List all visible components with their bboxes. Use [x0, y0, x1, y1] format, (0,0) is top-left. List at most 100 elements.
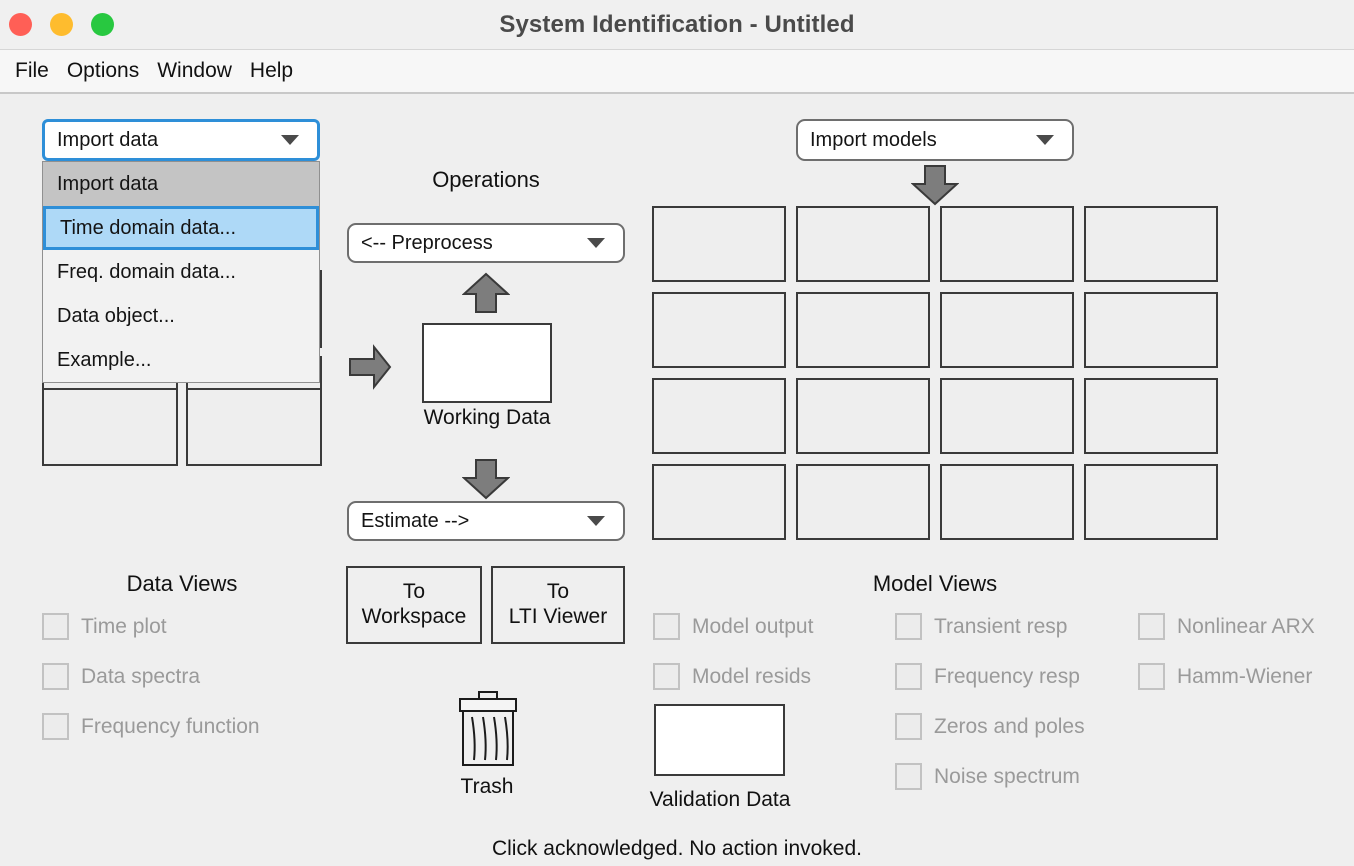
checkbox-box-icon[interactable] — [895, 713, 922, 740]
checkbox-label: Transient resp — [934, 614, 1068, 638]
model-slot-16[interactable] — [1084, 464, 1218, 540]
model-slot-11[interactable] — [940, 378, 1074, 454]
checkbox-label: Model output — [692, 614, 814, 638]
checkbox-model-output[interactable]: Model output — [653, 613, 813, 640]
import-models-combo-value: Import models — [810, 128, 937, 151]
model-slot-14[interactable] — [796, 464, 930, 540]
checkbox-box-icon[interactable] — [653, 613, 680, 640]
checkbox-label: Noise spectrum — [934, 764, 1080, 788]
window-controls — [9, 13, 114, 36]
title-bar: System Identification - Untitled — [0, 0, 1354, 50]
model-slot-10[interactable] — [796, 378, 930, 454]
status-bar: Click acknowledged. No action invoked. — [0, 832, 1354, 866]
import-data-dropdown-list[interactable]: Import data Time domain data... Freq. do… — [42, 161, 320, 383]
estimate-combo[interactable]: Estimate --> — [347, 501, 625, 541]
checkbox-nonlinear-arx[interactable]: Nonlinear ARX — [1138, 613, 1315, 640]
arrow-down-models-icon — [911, 164, 959, 206]
checkbox-box-icon[interactable] — [42, 663, 69, 690]
estimate-combo-value: Estimate --> — [361, 509, 470, 532]
checkbox-box-icon[interactable] — [1138, 663, 1165, 690]
menu-bar: File Options Window Help — [0, 50, 1354, 94]
model-slot-13[interactable] — [652, 464, 786, 540]
checkbox-label: Hamm-Wiener — [1177, 664, 1313, 688]
model-slot-2[interactable] — [796, 206, 930, 282]
import-models-combo[interactable]: Import models — [796, 119, 1074, 161]
trash-icon[interactable] — [455, 691, 521, 772]
preprocess-combo[interactable]: <-- Preprocess — [347, 223, 625, 263]
data-slot-6[interactable] — [186, 388, 322, 466]
menu-item-file[interactable]: File — [15, 59, 49, 82]
checkbox-frequency-function[interactable]: Frequency function — [42, 713, 260, 740]
checkbox-label: Zeros and poles — [934, 714, 1085, 738]
checkbox-model-resids[interactable]: Model resids — [653, 663, 811, 690]
dropdown-item-time-domain-data[interactable]: Time domain data... — [43, 206, 319, 250]
model-slot-15[interactable] — [940, 464, 1074, 540]
checkbox-zeros-and-poles[interactable]: Zeros and poles — [895, 713, 1085, 740]
import-data-combo-value: Import data — [57, 128, 159, 151]
model-slot-8[interactable] — [1084, 292, 1218, 368]
checkbox-time-plot[interactable]: Time plot — [42, 613, 167, 640]
window-title: System Identification - Untitled — [499, 11, 855, 38]
arrow-right-icon — [348, 344, 392, 390]
model-slot-6[interactable] — [796, 292, 930, 368]
data-views-title: Data Views — [126, 571, 238, 596]
chevron-down-icon — [587, 516, 605, 526]
dropdown-item-example[interactable]: Example... — [57, 349, 152, 371]
operations-title: Operations — [432, 167, 540, 192]
checkbox-box-icon[interactable] — [895, 763, 922, 790]
to-lti-viewer-button[interactable]: To LTI Viewer — [491, 566, 625, 644]
working-data-label: Working Data — [423, 406, 551, 429]
validation-data-label: Validation Data — [649, 788, 791, 811]
checkbox-transient-resp[interactable]: Transient resp — [895, 613, 1067, 640]
dropdown-item-freq-domain-data[interactable]: Freq. domain data... — [57, 261, 236, 283]
data-slot-5[interactable] — [42, 388, 178, 466]
close-button[interactable] — [9, 13, 32, 36]
checkbox-noise-spectrum[interactable]: Noise spectrum — [895, 763, 1080, 790]
model-slot-9[interactable] — [652, 378, 786, 454]
dropdown-item-import-data[interactable]: Import data — [43, 162, 319, 206]
chevron-down-icon — [1036, 135, 1054, 145]
checkbox-label: Frequency resp — [934, 664, 1080, 688]
dropdown-item-data-object[interactable]: Data object... — [57, 305, 175, 327]
checkbox-label: Frequency function — [81, 714, 260, 738]
model-slot-1[interactable] — [652, 206, 786, 282]
zoom-button[interactable] — [91, 13, 114, 36]
validation-data-slot[interactable] — [654, 704, 785, 776]
checkbox-label: Data spectra — [81, 664, 201, 688]
model-slot-3[interactable] — [940, 206, 1074, 282]
to-lti-viewer-line2: LTI Viewer — [508, 605, 608, 628]
chevron-down-icon — [281, 135, 299, 145]
main-canvas: Import data Import data Time domain data… — [0, 96, 1354, 866]
to-workspace-line2: Workspace — [361, 605, 467, 628]
to-workspace-line1: To — [402, 580, 426, 604]
checkbox-label: Nonlinear ARX — [1177, 614, 1315, 638]
arrow-down-icon — [462, 458, 510, 500]
checkbox-box-icon[interactable] — [42, 713, 69, 740]
to-lti-viewer-line1: To — [546, 580, 570, 604]
model-slot-5[interactable] — [652, 292, 786, 368]
model-slot-4[interactable] — [1084, 206, 1218, 282]
menu-item-window[interactable]: Window — [157, 59, 232, 82]
status-message: Click acknowledged. No action invoked. — [491, 837, 863, 860]
checkbox-data-spectra[interactable]: Data spectra — [42, 663, 200, 690]
checkbox-hamm-wiener[interactable]: Hamm-Wiener — [1138, 663, 1312, 690]
import-data-combo[interactable]: Import data — [42, 119, 320, 161]
model-slot-7[interactable] — [940, 292, 1074, 368]
checkbox-box-icon[interactable] — [1138, 613, 1165, 640]
working-data-slot[interactable] — [422, 323, 552, 403]
to-workspace-button[interactable]: To Workspace — [346, 566, 482, 644]
checkbox-box-icon[interactable] — [653, 663, 680, 690]
trash-label: Trash — [460, 775, 514, 798]
model-slot-12[interactable] — [1084, 378, 1218, 454]
chevron-down-icon — [587, 238, 605, 248]
checkbox-box-icon[interactable] — [895, 613, 922, 640]
checkbox-box-icon[interactable] — [42, 613, 69, 640]
minimize-button[interactable] — [50, 13, 73, 36]
checkbox-box-icon[interactable] — [895, 663, 922, 690]
model-views-title: Model Views — [872, 571, 998, 596]
checkbox-label: Model resids — [692, 664, 812, 688]
menu-item-help[interactable]: Help — [249, 59, 294, 82]
checkbox-frequency-resp[interactable]: Frequency resp — [895, 663, 1080, 690]
menu-item-options[interactable]: Options — [66, 59, 140, 82]
